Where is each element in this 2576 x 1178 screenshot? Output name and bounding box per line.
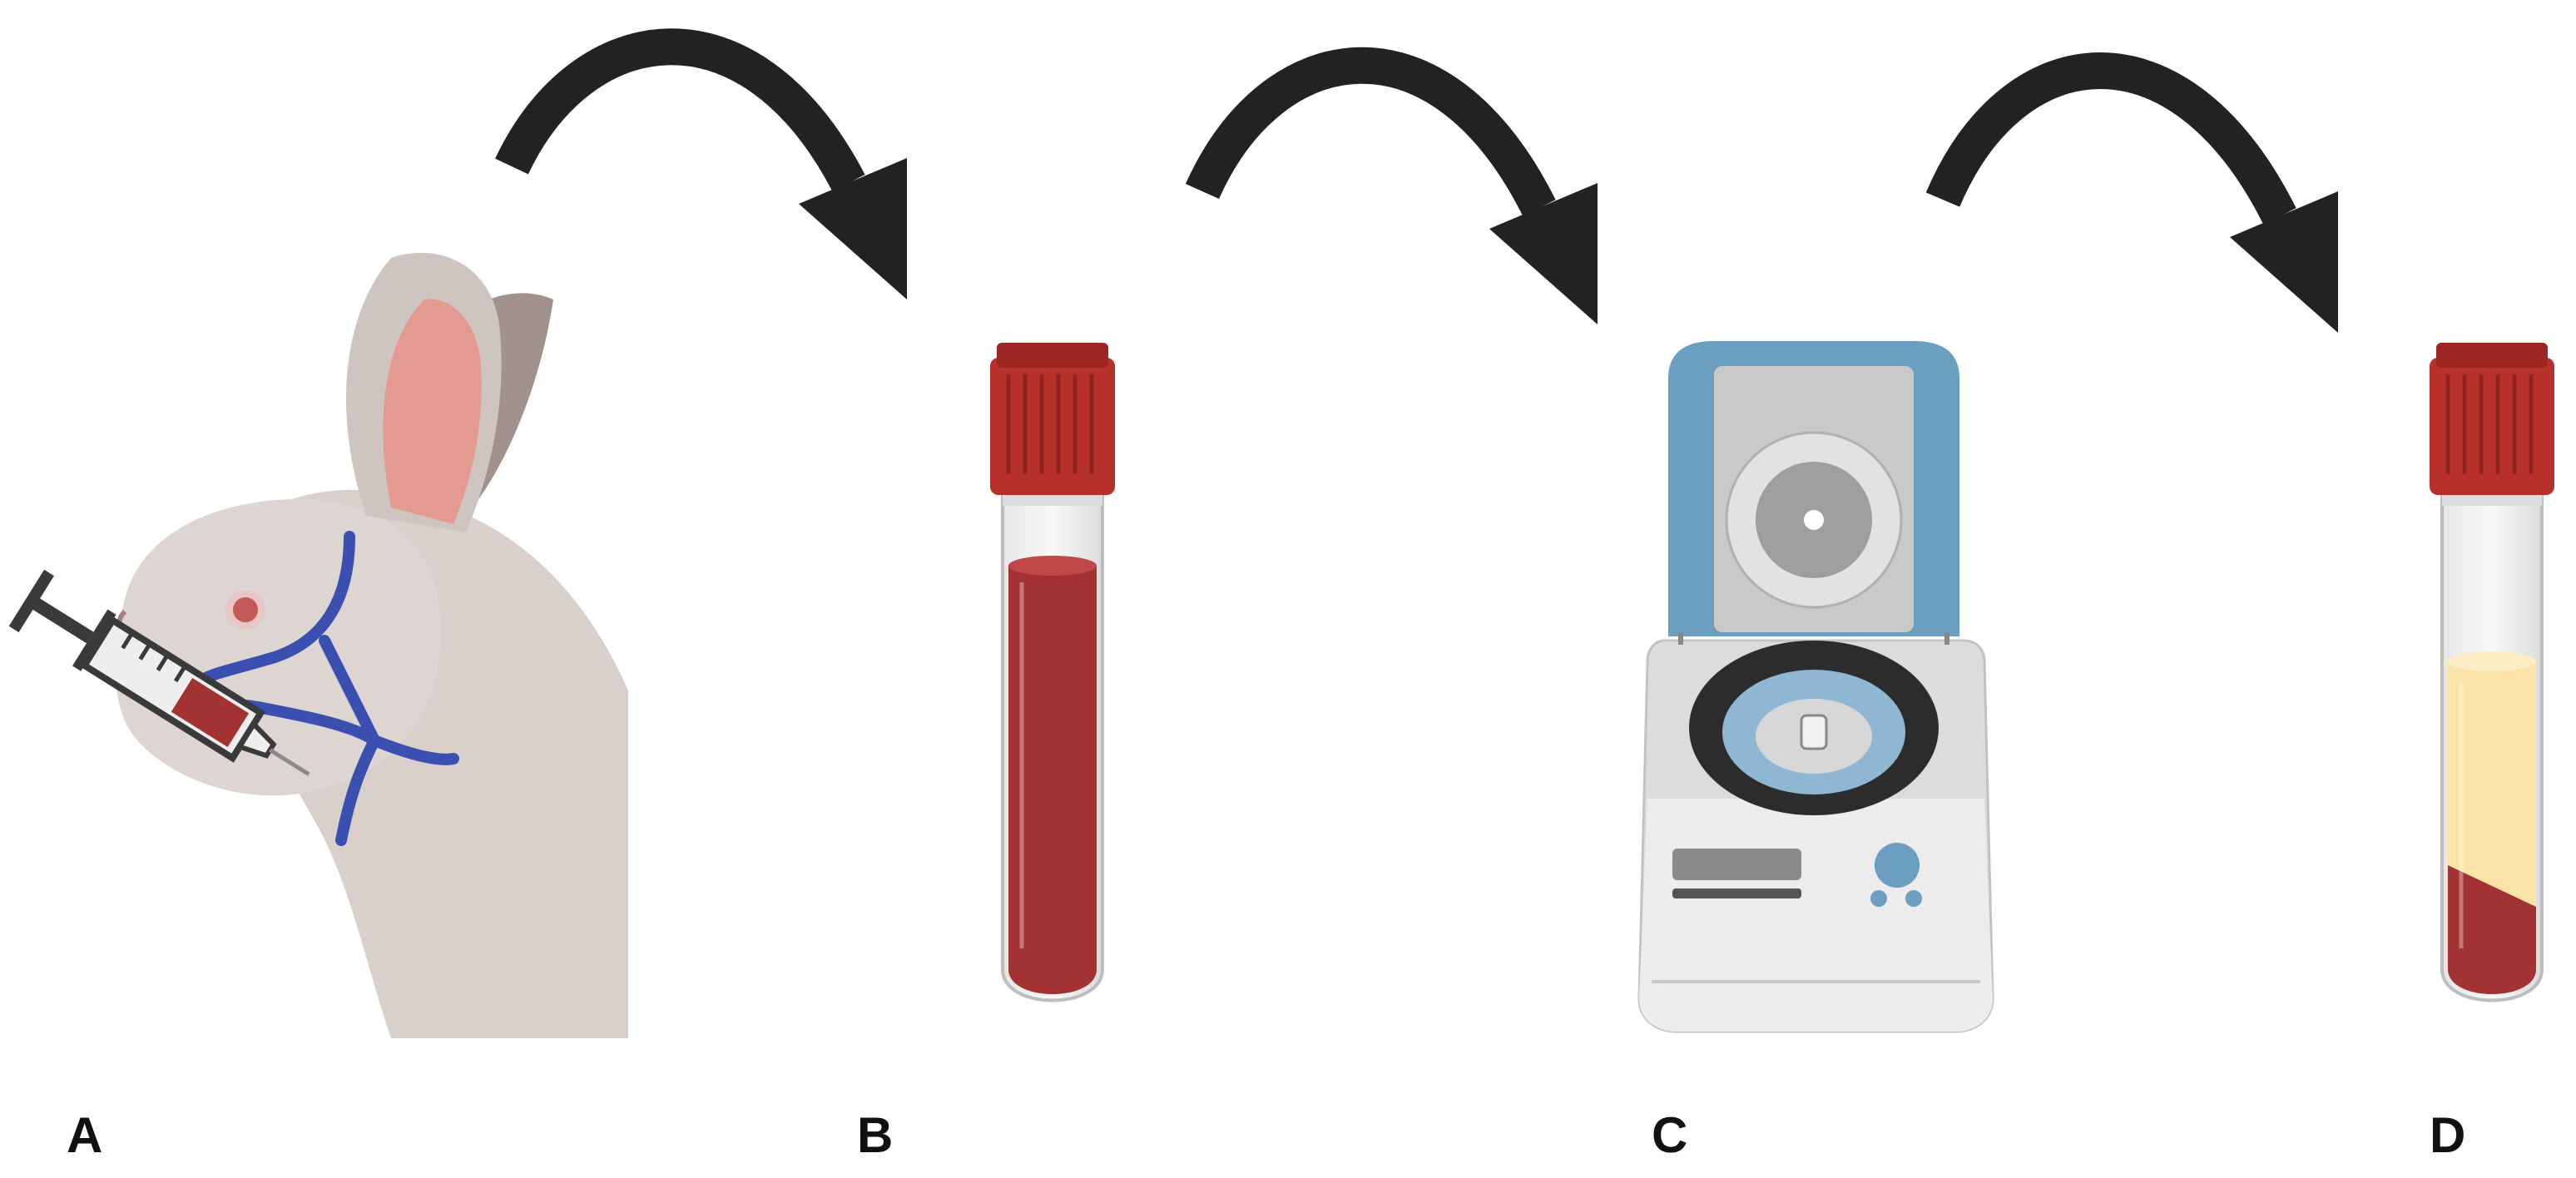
curved-arrow-icon [1925, 52, 2338, 333]
panel-label-b: B [857, 1107, 894, 1163]
panel-label-c: C [1652, 1107, 1688, 1163]
panel-label-d: D [2430, 1107, 2466, 1163]
curved-arrow-icon [495, 28, 907, 299]
rabbit-icon [115, 252, 628, 1038]
syringe-icon [8, 569, 310, 776]
curved-arrow-icon [1185, 47, 1598, 324]
serum-tube-icon [2430, 343, 2554, 1002]
centrifuge-icon [1637, 341, 1994, 1033]
blood-tube-icon [990, 343, 1115, 1002]
panel-label-a: A [67, 1107, 103, 1163]
